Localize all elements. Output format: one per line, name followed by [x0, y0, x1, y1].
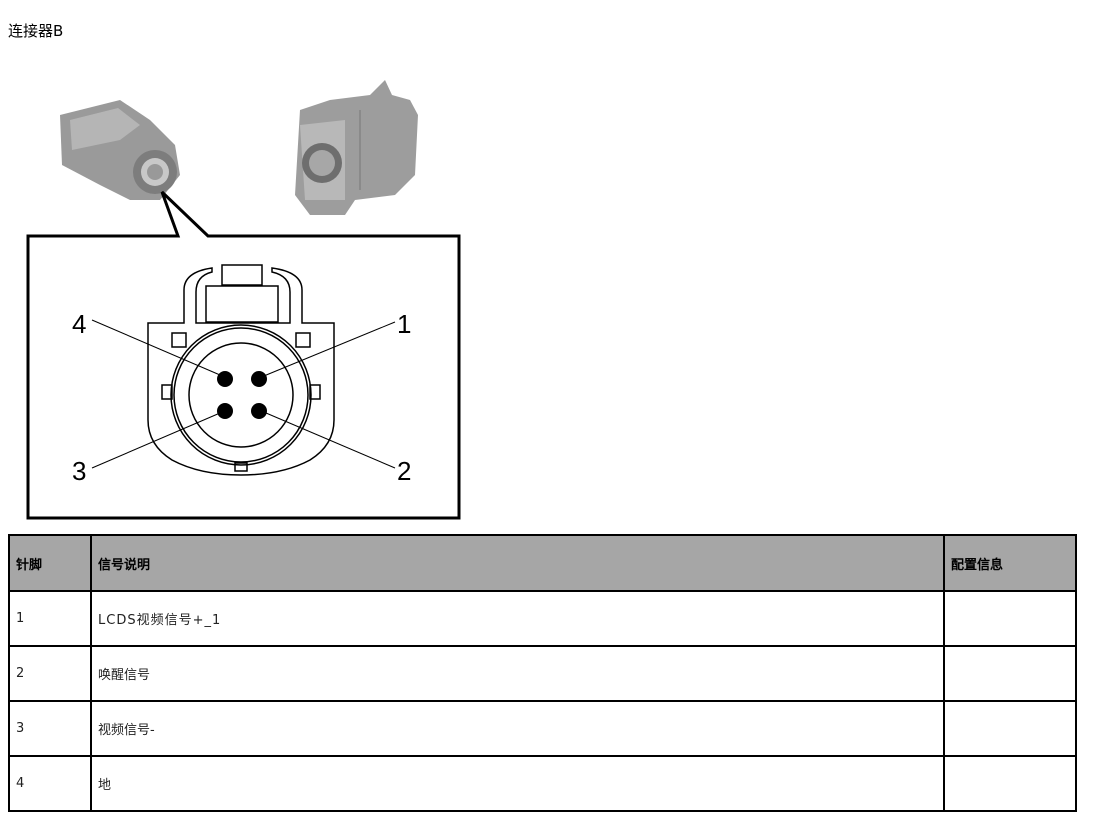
- pin-cell: 4: [8, 755, 92, 812]
- table-row: 3 视频信号-: [8, 700, 1077, 757]
- connector-image-front: [295, 80, 418, 215]
- desc-cell: LCDS视频信号+_1: [90, 590, 945, 647]
- pin-2: [251, 403, 267, 419]
- connector-image-side: [60, 100, 180, 200]
- connector-face: [147, 264, 335, 476]
- table-row: 1 LCDS视频信号+_1: [8, 590, 1077, 647]
- connector-title: 连接器B: [8, 22, 64, 40]
- pin-label-4: 4: [72, 309, 86, 339]
- pin-cell: 2: [8, 645, 92, 702]
- config-cell: [943, 700, 1077, 757]
- callout-box: [26, 190, 461, 520]
- config-cell: [943, 755, 1077, 812]
- pin-cell: 3: [8, 700, 92, 757]
- header-desc: 信号说明: [90, 534, 945, 592]
- table-header-row: 针脚 信号说明 配置信息: [8, 534, 1077, 592]
- header-config: 配置信息: [943, 534, 1077, 592]
- pin-4: [217, 371, 233, 387]
- pin-label-1: 1: [397, 309, 411, 339]
- connector-diagram: 1 2 3 4: [26, 80, 461, 520]
- desc-cell: 地: [90, 755, 945, 812]
- config-cell: [943, 645, 1077, 702]
- table-row: 4 地: [8, 755, 1077, 812]
- header-pin: 针脚: [8, 534, 92, 592]
- table-row: 2 唤醒信号: [8, 645, 1077, 702]
- desc-cell: 唤醒信号: [90, 645, 945, 702]
- config-cell: [943, 590, 1077, 647]
- desc-cell: 视频信号-: [90, 700, 945, 757]
- pin-cell: 1: [8, 590, 92, 647]
- pin-label-2: 2: [397, 456, 411, 486]
- pinout-table: 针脚 信号说明 配置信息 1 LCDS视频信号+_1 2 唤醒信号 3 视频信号…: [8, 534, 1077, 812]
- pin-label-3: 3: [72, 456, 86, 486]
- pin-1: [251, 371, 267, 387]
